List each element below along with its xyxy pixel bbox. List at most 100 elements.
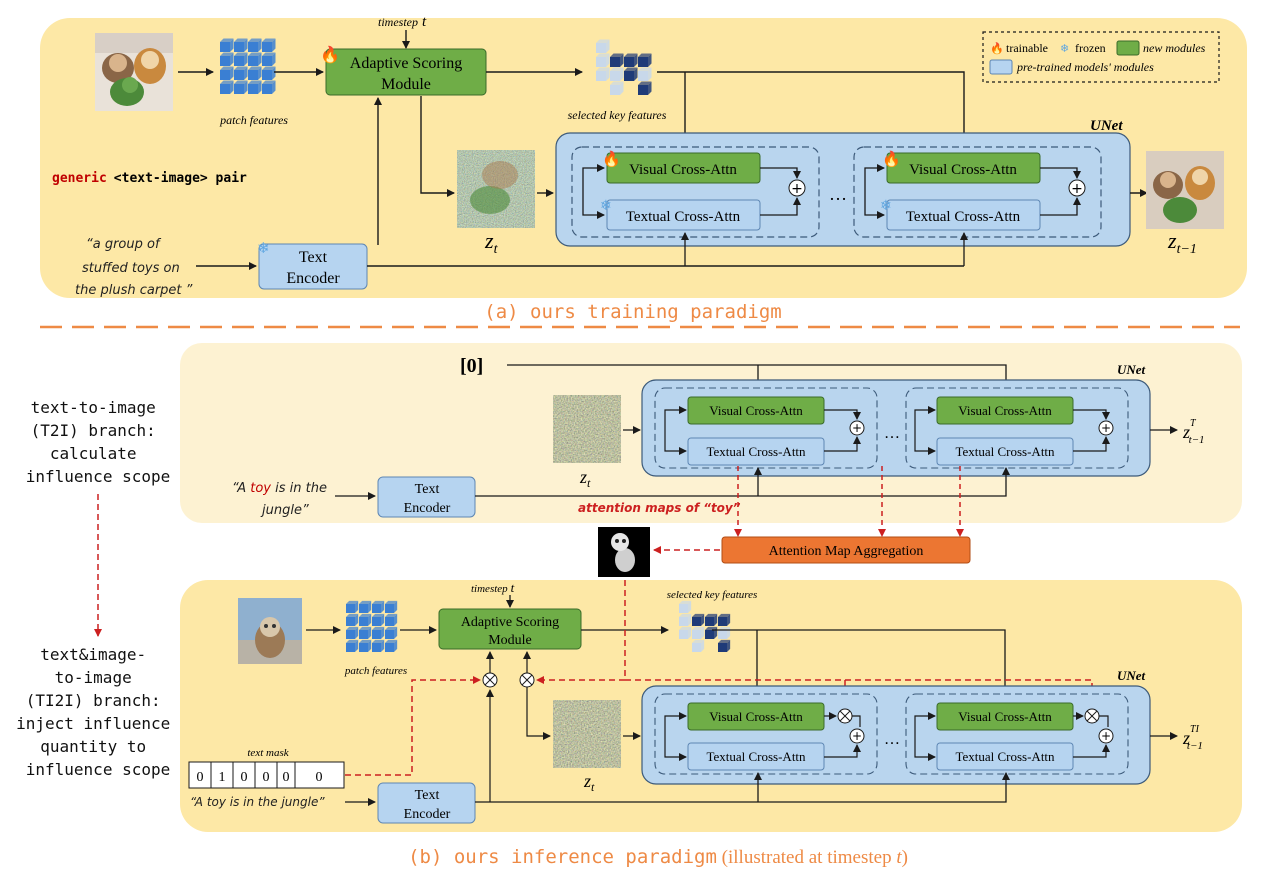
svg-text:frozen: frozen xyxy=(1075,41,1106,55)
sloth-input-image xyxy=(238,598,302,664)
attention-maps-label: attention maps of “toy” xyxy=(578,501,741,515)
attention-map-aggregation xyxy=(721,536,971,564)
flame-icon: 🔥 xyxy=(320,45,340,64)
svg-text:Text: Text xyxy=(299,249,328,266)
multiply-circle xyxy=(519,672,535,688)
svg-text:Encoder: Encoder xyxy=(404,501,451,516)
svg-text:new modules: new modules xyxy=(1143,41,1206,55)
noisy-latent-image xyxy=(553,395,621,463)
svg-text:Visual Cross-Attn: Visual Cross-Attn xyxy=(909,162,1017,178)
svg-text:Textual Cross-Attn: Textual Cross-Attn xyxy=(706,749,806,764)
svg-text:pre-trained models' modules: pre-trained models' modules xyxy=(1016,60,1154,74)
snowflake-icon: ❄ xyxy=(257,241,270,257)
patch-features-label: patch features xyxy=(344,665,407,677)
svg-text:Visual Cross-Attn: Visual Cross-Attn xyxy=(709,709,803,724)
training-caption: (a) ours training paradigm xyxy=(484,301,781,323)
svg-text:Module: Module xyxy=(488,633,532,648)
svg-text:+: + xyxy=(852,729,862,743)
zt-minus-1-label: zt−1 xyxy=(1167,228,1197,257)
toy-input-image xyxy=(95,33,173,111)
svg-text:Textual Cross-Attn: Textual Cross-Attn xyxy=(626,209,741,225)
svg-text:Adaptive Scoring: Adaptive Scoring xyxy=(350,55,462,72)
zero-token: [0] xyxy=(460,355,483,377)
inference-caption: (b) ours inference paradigm (illustrated… xyxy=(408,846,908,868)
ellipsis: … xyxy=(884,425,900,442)
ti2i-branch-label: text&image- to-image (TI2I) branch: inje… xyxy=(16,645,180,779)
selected-key-features-label: selected key features xyxy=(568,108,667,122)
svg-text:Textual Cross-Attn: Textual Cross-Attn xyxy=(955,444,1055,459)
multiply-circle xyxy=(482,672,498,688)
patch-features-cubes xyxy=(346,600,398,652)
selected-key-features-label: selected key features xyxy=(667,589,758,601)
zt-label: zt xyxy=(583,771,595,794)
ellipsis: … xyxy=(829,184,847,204)
svg-text:Adaptive Scoring: Adaptive Scoring xyxy=(461,615,559,630)
svg-text:0: 0 xyxy=(283,770,290,785)
svg-text:Visual Cross-Attn: Visual Cross-Attn xyxy=(958,709,1052,724)
svg-text:0: 0 xyxy=(241,770,248,785)
unet-label: UNet xyxy=(1117,668,1146,683)
svg-text:Textual Cross-Attn: Textual Cross-Attn xyxy=(706,444,806,459)
flame-icon: 🔥 xyxy=(990,42,1004,55)
svg-text:1: 1 xyxy=(219,770,226,785)
attn-block-1 xyxy=(571,146,820,238)
plus-circle xyxy=(1098,728,1114,744)
multiply-circle xyxy=(837,708,853,724)
svg-text:Text: Text xyxy=(415,788,440,803)
legend-box: 🔥 trainable ❄ frozen new modules pre-tra… xyxy=(982,31,1220,83)
plus-circle xyxy=(1098,420,1114,436)
svg-text:Visual Cross-Attn: Visual Cross-Attn xyxy=(709,403,803,418)
svg-text:+: + xyxy=(852,421,862,435)
plus-circle xyxy=(1068,179,1086,197)
adaptive-scoring-module: Adaptive Scoring Module xyxy=(325,48,487,96)
new-modules-swatch xyxy=(1116,40,1140,56)
plus-circle xyxy=(788,179,806,197)
snowflake-icon: ❄ xyxy=(1060,43,1069,55)
svg-text:+: + xyxy=(1101,729,1111,743)
denoised-output-image xyxy=(1146,151,1224,229)
t2i-prompt: “A toy is in the jungle” xyxy=(232,481,331,518)
ti2i-prompt: “A toy is in the jungle” xyxy=(190,795,325,809)
zt-label: zt xyxy=(484,228,499,257)
patch-features-cubes xyxy=(220,38,276,94)
ellipsis: … xyxy=(884,731,900,748)
training-prompt: “a group of stuffed toys on the plush ca… xyxy=(75,237,193,298)
svg-text:Encoder: Encoder xyxy=(404,807,451,822)
svg-text:+: + xyxy=(791,181,803,197)
svg-text:Textual Cross-Attn: Textual Cross-Attn xyxy=(955,749,1055,764)
selected-key-features-cubes xyxy=(596,39,652,95)
attn-block-1 xyxy=(654,387,878,469)
pretrained-swatch xyxy=(989,59,1013,75)
plus-circle xyxy=(849,420,865,436)
svg-text:Visual Cross-Attn: Visual Cross-Attn xyxy=(958,403,1052,418)
attn-block-2 xyxy=(853,146,1102,238)
svg-text:0: 0 xyxy=(316,770,323,785)
svg-text:+: + xyxy=(1101,421,1111,435)
snowflake-icon: ❄ xyxy=(880,199,892,214)
noisy-latent-image xyxy=(553,700,621,768)
svg-text:0: 0 xyxy=(263,770,270,785)
attn-block-2 xyxy=(905,387,1129,469)
unet-label: UNet xyxy=(1090,118,1123,134)
text-mask-label: text mask xyxy=(247,747,289,759)
text-encoder xyxy=(377,782,476,824)
svg-text:Textual Cross-Attn: Textual Cross-Attn xyxy=(906,209,1021,225)
svg-text:Visual Cross-Attn: Visual Cross-Attn xyxy=(629,162,737,178)
attention-map-image xyxy=(598,527,650,577)
generic-pair-label: generic<text-image> pair xyxy=(52,171,247,186)
t2i-branch-label: text-to-image (T2I) branch: calculate in… xyxy=(26,398,171,486)
noisy-latent-image xyxy=(457,150,535,228)
text-mask: 0 1 0 0 0 0 xyxy=(188,761,345,789)
svg-text:+: + xyxy=(1071,181,1083,197)
adaptive-scoring-module xyxy=(438,608,582,650)
patch-features-label: patch features xyxy=(219,113,288,127)
multiply-circle xyxy=(1084,708,1100,724)
plus-circle xyxy=(849,728,865,744)
selected-key-features-cubes xyxy=(679,600,731,652)
text-encoder xyxy=(377,476,476,518)
